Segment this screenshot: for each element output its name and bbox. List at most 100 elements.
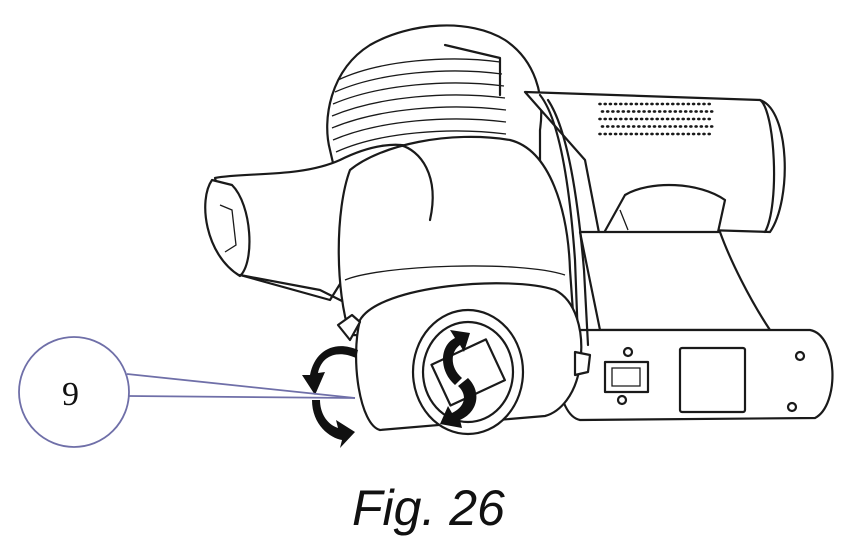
vent-hole: [634, 132, 639, 136]
vent-hole: [611, 110, 615, 113]
vent-hole: [626, 110, 631, 113]
vent-hole: [598, 132, 602, 136]
vent-hole: [704, 125, 709, 128]
vent-hole: [624, 132, 628, 136]
figure-caption: Fig. 26: [352, 480, 505, 536]
vent-hole: [603, 132, 607, 136]
vent-hole: [600, 125, 605, 128]
vent-hole: [650, 102, 654, 106]
vent-hole: [673, 110, 678, 113]
vent-hole: [598, 102, 602, 106]
vent-hole: [645, 132, 649, 136]
vent-hole: [655, 117, 659, 121]
vent-hole: [702, 132, 706, 136]
vent-hole: [611, 125, 615, 128]
vent-hole: [619, 117, 623, 121]
vent-hole: [655, 132, 659, 136]
vent-hole: [707, 117, 711, 121]
vent-hole: [671, 102, 675, 106]
vent-hole: [689, 110, 693, 113]
callout-number: 9: [62, 376, 79, 413]
vent-hole: [650, 132, 654, 136]
vent-hole: [608, 132, 613, 136]
vent-hole: [608, 102, 613, 106]
vent-hole: [676, 117, 680, 121]
vent-hole: [619, 102, 623, 106]
vent-hole: [697, 117, 701, 121]
vent-hole: [639, 102, 644, 106]
vent-hole: [645, 102, 649, 106]
vent-hole: [676, 132, 680, 136]
vent-hole: [631, 125, 636, 128]
vent-hole: [702, 117, 706, 121]
vent-hole: [645, 117, 649, 121]
callout-circle: [18, 336, 130, 448]
vent-hole: [707, 102, 711, 106]
vent-hole: [702, 102, 706, 106]
vent-hole: [678, 125, 683, 128]
vent-hole: [697, 132, 701, 136]
vent-hole: [673, 125, 678, 128]
vent-hole: [689, 125, 693, 128]
vent-hole: [624, 117, 628, 121]
vent-hole: [605, 125, 610, 128]
vent-hole: [624, 102, 628, 106]
vent-hole: [663, 125, 667, 128]
vent-hole: [647, 110, 652, 113]
vent-hole: [663, 110, 667, 113]
vent-hole: [650, 117, 654, 121]
vent-hole: [699, 110, 704, 113]
vent-hole: [694, 110, 698, 113]
vent-hole: [681, 132, 685, 136]
vent-hole: [629, 117, 633, 121]
vent-hole: [686, 117, 691, 121]
vent-hole: [665, 132, 670, 136]
vent-hole: [639, 132, 644, 136]
vent-hole: [709, 125, 714, 128]
vent-hole: [686, 102, 691, 106]
vent-hole: [626, 125, 631, 128]
vent-hole: [681, 102, 685, 106]
vent-hole: [613, 132, 618, 136]
vent-hole: [709, 110, 714, 113]
vent-hole: [631, 110, 636, 113]
vent-hole: [707, 132, 711, 136]
vent-hole: [616, 125, 620, 128]
vent-hole: [652, 125, 657, 128]
vent-hole: [691, 132, 696, 136]
vent-hole: [613, 102, 618, 106]
vent-hole: [642, 110, 646, 113]
vent-hole: [681, 117, 685, 121]
vent-hole: [699, 125, 704, 128]
vent-hole: [637, 125, 641, 128]
vent-hole: [634, 117, 639, 121]
vent-hole: [657, 125, 662, 128]
callout-9: 9: [18, 336, 356, 448]
vent-hole: [657, 110, 662, 113]
vent-hole: [634, 102, 639, 106]
vent-hole: [639, 117, 644, 121]
vent-hole: [652, 110, 657, 113]
curved-rotation-arrow-icon: [302, 330, 477, 448]
vent-hole: [704, 110, 709, 113]
vent-hole: [621, 110, 626, 113]
vent-hole: [613, 117, 618, 121]
vent-hole: [603, 117, 607, 121]
vent-hole: [647, 125, 652, 128]
vent-hole: [637, 110, 641, 113]
vent-hole: [660, 132, 665, 136]
vent-hole: [660, 117, 665, 121]
vent-hole: [629, 132, 633, 136]
vent-hole: [671, 117, 675, 121]
vent-hole: [598, 117, 602, 121]
vent-hole: [665, 117, 670, 121]
vent-hole: [686, 132, 691, 136]
vent-hole: [655, 102, 659, 106]
vent-hole: [660, 102, 665, 106]
vent-hole: [605, 110, 610, 113]
vent-hole: [691, 117, 696, 121]
vent-hole: [676, 102, 680, 106]
vent-hole: [683, 110, 688, 113]
vent-hole: [629, 102, 633, 106]
